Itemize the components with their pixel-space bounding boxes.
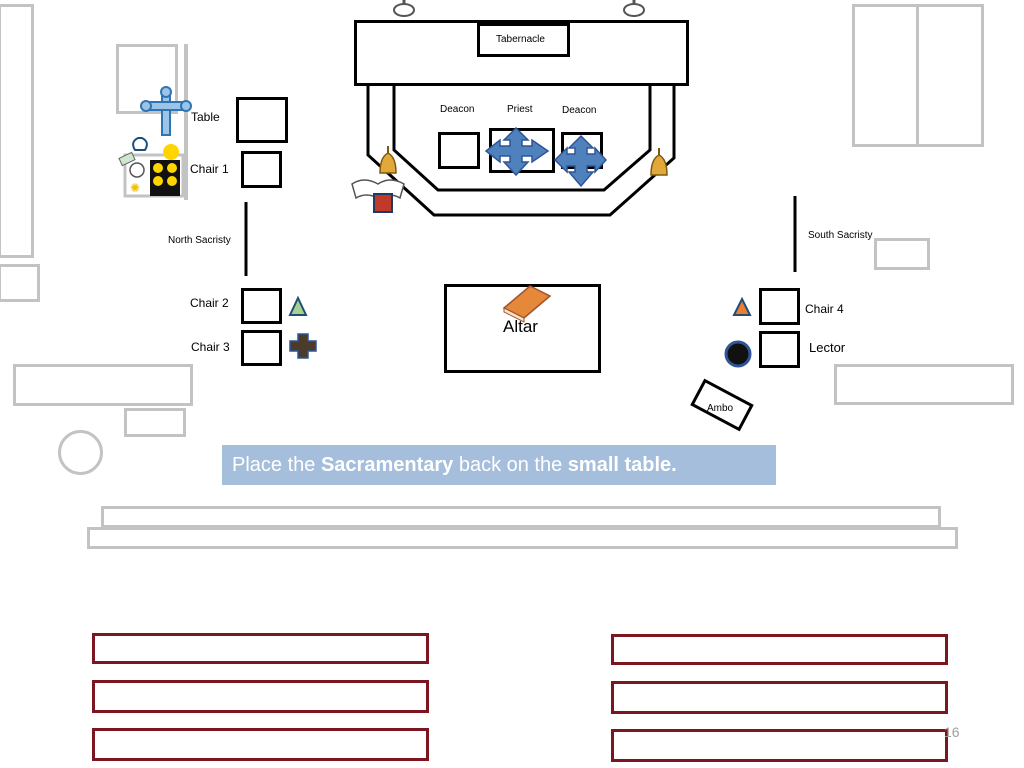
- chair-1: [241, 151, 282, 188]
- left-wall-panel: [0, 4, 34, 258]
- lector-dot-marker: [724, 340, 752, 368]
- deacon-right-label: Deacon: [562, 105, 597, 116]
- north-sacristy-label: North Sacristy: [168, 235, 231, 246]
- instruction-caption: Place the Sacramentary back on the small…: [222, 445, 776, 485]
- bell-right-icon: [650, 148, 668, 176]
- priest-position-icon: [484, 126, 550, 177]
- right-side-bench: [834, 364, 1014, 405]
- lector-chair: [759, 331, 800, 368]
- svg-text:✺: ✺: [130, 181, 140, 195]
- priest-label: Priest: [507, 104, 533, 115]
- altar-rail-upper: [101, 506, 941, 528]
- altar-rail-lower: [87, 527, 958, 549]
- pew-right-1: [611, 634, 948, 665]
- instruction-middle: back on the: [453, 454, 568, 476]
- chair-2-label: Chair 2: [190, 296, 229, 310]
- left-side-bench: [13, 364, 193, 406]
- deacon-position-icon: [553, 134, 608, 188]
- instruction-item: Sacramentary: [320, 454, 454, 476]
- sacramentary-book-icon: [502, 285, 552, 323]
- processional-cross-icon: [140, 86, 192, 136]
- chair-4-triangle-marker: [732, 296, 752, 316]
- ambo-label: Ambo: [707, 403, 734, 414]
- pew-left-2: [92, 680, 429, 713]
- tabernacle-label: Tabernacle: [496, 34, 545, 45]
- page-number: 16: [944, 724, 960, 740]
- pew-right-2: [611, 681, 948, 714]
- tabernacle-shelf: [354, 20, 689, 86]
- left-wall-block: [0, 264, 40, 302]
- pew-right-3: [611, 729, 948, 762]
- south-sacristy-cabinet: [874, 238, 930, 270]
- right-wall-cabinet-divider: [916, 4, 919, 147]
- south-sacristy-label: South Sacristy: [808, 230, 873, 241]
- candle-stand-right-icon: [623, 0, 645, 17]
- bell-left-icon: [379, 146, 397, 174]
- chair-2-triangle-marker: [288, 295, 308, 316]
- chair-4-label: Chair 4: [805, 302, 844, 316]
- chair-3-label: Chair 3: [191, 340, 230, 354]
- instruction-prefix: Place the: [232, 454, 321, 476]
- altar-label: Altar: [503, 317, 538, 336]
- instruction-place: small table.: [567, 454, 677, 476]
- left-side-stool: [124, 408, 186, 437]
- north-cabinet: [116, 44, 178, 114]
- tabernacle: [477, 23, 570, 57]
- pew-left-3: [92, 728, 429, 761]
- deacon-left-label: Deacon: [440, 104, 475, 115]
- altar[interactable]: [444, 284, 601, 373]
- credence-items-icon: ✺: [118, 137, 185, 198]
- deacon-left-chair: [438, 132, 480, 169]
- chair-3: [241, 330, 282, 366]
- small-table[interactable]: [236, 97, 288, 143]
- chair-2: [241, 288, 282, 324]
- lector-label: Lector: [809, 340, 846, 355]
- chair-3-cross-marker: [289, 333, 317, 359]
- chair-1-label: Chair 1: [190, 162, 229, 176]
- candle-stand-left-icon: [393, 0, 415, 17]
- pew-left-1: [92, 633, 429, 664]
- table-label: Table: [191, 110, 220, 124]
- server-marker-red: [373, 193, 393, 213]
- baptismal-font: [58, 430, 103, 475]
- north-cabinet-edge: [184, 44, 188, 200]
- chair-4: [759, 288, 800, 325]
